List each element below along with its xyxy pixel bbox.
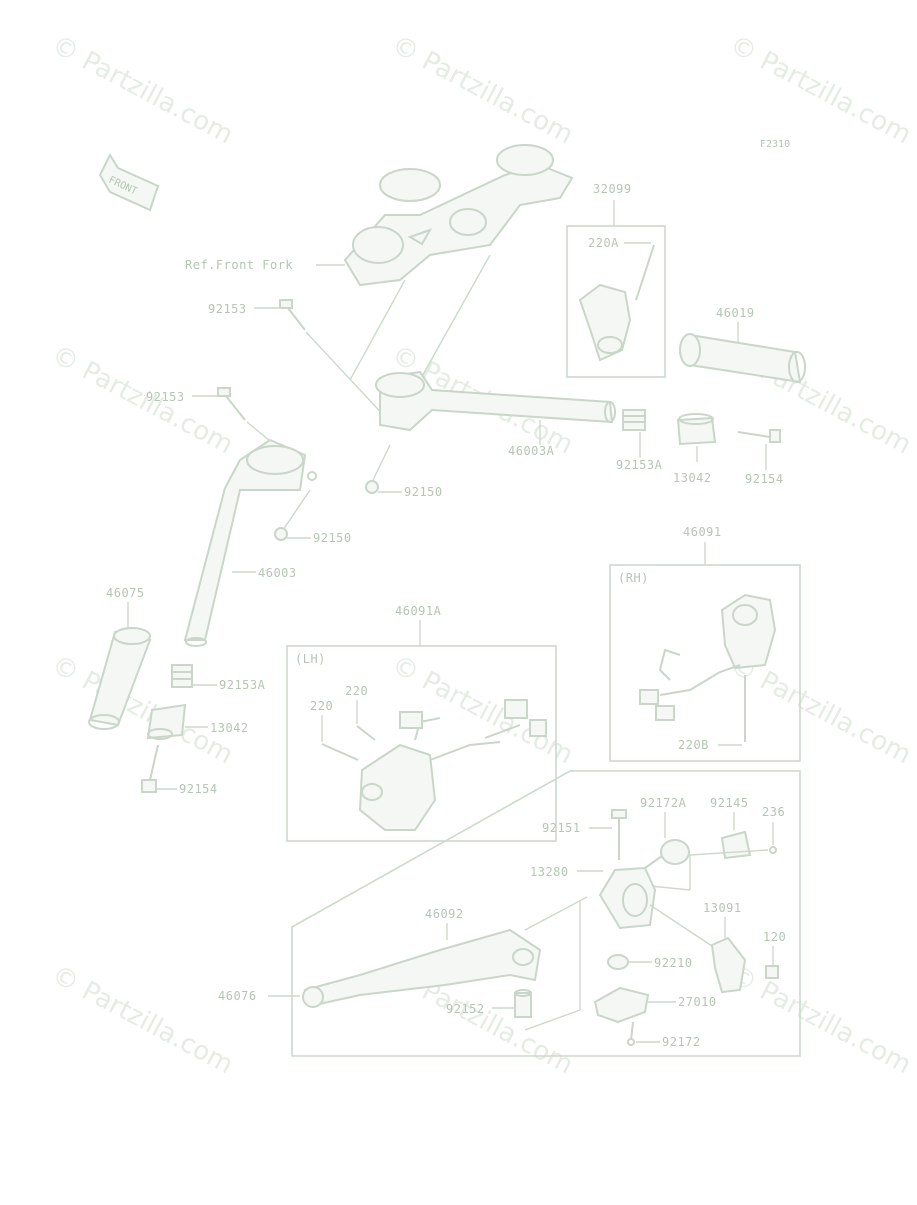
part-box-46091 (609, 564, 801, 762)
part-label-46091: 46091 (683, 525, 722, 539)
part-label-92154-left: 92154 (179, 782, 218, 796)
watermark: © Partzilla.com (725, 650, 916, 771)
part-label-92150-left: 92150 (313, 531, 352, 545)
watermark: © Partzilla.com (47, 650, 238, 771)
nut-icon (274, 527, 288, 541)
lh-label: (LH) (295, 652, 326, 666)
bolt-icon (737, 429, 781, 443)
part-label-92153A-left: 92153A (219, 678, 266, 692)
switch-icon (593, 986, 650, 1024)
part-box-lever (291, 770, 801, 1057)
right-handlebar-icon (375, 370, 616, 432)
part-label-92172: 92172 (662, 1035, 701, 1049)
collar-icon (514, 989, 532, 1018)
part-label-220-lower: 220 (310, 699, 333, 713)
screw-icon (769, 846, 777, 854)
nut-icon (365, 480, 379, 494)
bolt-icon (765, 965, 779, 979)
rh-label: (RH) (618, 571, 649, 585)
bolt-icon (141, 744, 159, 793)
triple-clamp-icon (343, 144, 574, 287)
part-label-46003A: 46003A (508, 444, 555, 458)
bar-end-weight-icon (146, 703, 187, 740)
watermark: © Partzilla.com (47, 340, 238, 461)
left-handlebar-icon (183, 438, 317, 647)
part-label-92153-upper: 92153 (208, 302, 247, 316)
part-label-46092: 46092 (425, 907, 464, 921)
part-label-92153A-right: 92153A (616, 458, 663, 472)
part-label-13280: 13280 (530, 865, 569, 879)
watermark: © Partzilla.com (47, 30, 238, 151)
front-arrow-icon: FRONT (98, 152, 160, 212)
ref-front-fork-label: Ref.Front Fork (185, 258, 293, 272)
part-label-27010: 27010 (678, 995, 717, 1009)
bar-end-plug-icon (171, 664, 193, 688)
bar-end-plug-icon (622, 409, 646, 431)
lever-holder-icon (598, 866, 657, 930)
part-label-46076: 46076 (218, 989, 257, 1003)
part-label-236: 236 (762, 805, 785, 819)
watermark: © Partzilla.com (725, 30, 916, 151)
part-label-92154-right: 92154 (745, 472, 784, 486)
part-label-46075: 46075 (106, 586, 145, 600)
screw-icon (627, 1038, 635, 1046)
part-box-32099 (566, 225, 666, 378)
part-label-92210: 92210 (654, 956, 693, 970)
part-label-220B: 220B (678, 738, 709, 752)
clamp-icon (710, 936, 747, 994)
bolt-icon (279, 299, 306, 331)
part-label-46019: 46019 (716, 306, 755, 320)
part-label-92145: 92145 (710, 796, 749, 810)
part-label-32099: 32099 (593, 182, 632, 196)
brake-lever-icon (302, 928, 542, 1008)
holder-icon (578, 283, 632, 362)
part-label-13042-left: 13042 (210, 721, 249, 735)
part-label-46003: 46003 (258, 566, 297, 580)
watermark: © Partzilla.com (725, 960, 916, 1081)
part-label-46091A: 46091A (395, 604, 442, 618)
part-label-120: 120 (763, 930, 786, 944)
pivot-bolt-icon (611, 809, 627, 860)
left-grip-icon (88, 627, 152, 730)
part-label-220A: 220A (588, 236, 619, 250)
part-label-13091: 13091 (703, 901, 742, 915)
spring-clip-icon (720, 830, 752, 860)
part-label-13042-right: 13042 (673, 471, 712, 485)
right-grip-icon (679, 333, 806, 384)
part-label-92151: 92151 (542, 821, 581, 835)
watermark: © Partzilla.com (47, 960, 238, 1081)
left-switch-housing-icon (358, 699, 547, 831)
bolt-icon (217, 387, 246, 421)
part-label-92152: 92152 (446, 1002, 485, 1016)
part-label-220-upper: 220 (345, 684, 368, 698)
part-label-92153-lower: 92153 (146, 390, 185, 404)
part-label-92150-right: 92150 (404, 485, 443, 499)
figure-code: F2310 (760, 139, 790, 150)
part-label-92172A: 92172A (640, 796, 687, 810)
right-switch-housing-icon (639, 593, 777, 721)
nut-icon (607, 954, 629, 970)
bar-end-weight-icon (676, 413, 717, 446)
watermark: © Partzilla.com (387, 30, 578, 151)
adjuster-icon (644, 839, 690, 869)
part-box-46091A (286, 645, 557, 842)
